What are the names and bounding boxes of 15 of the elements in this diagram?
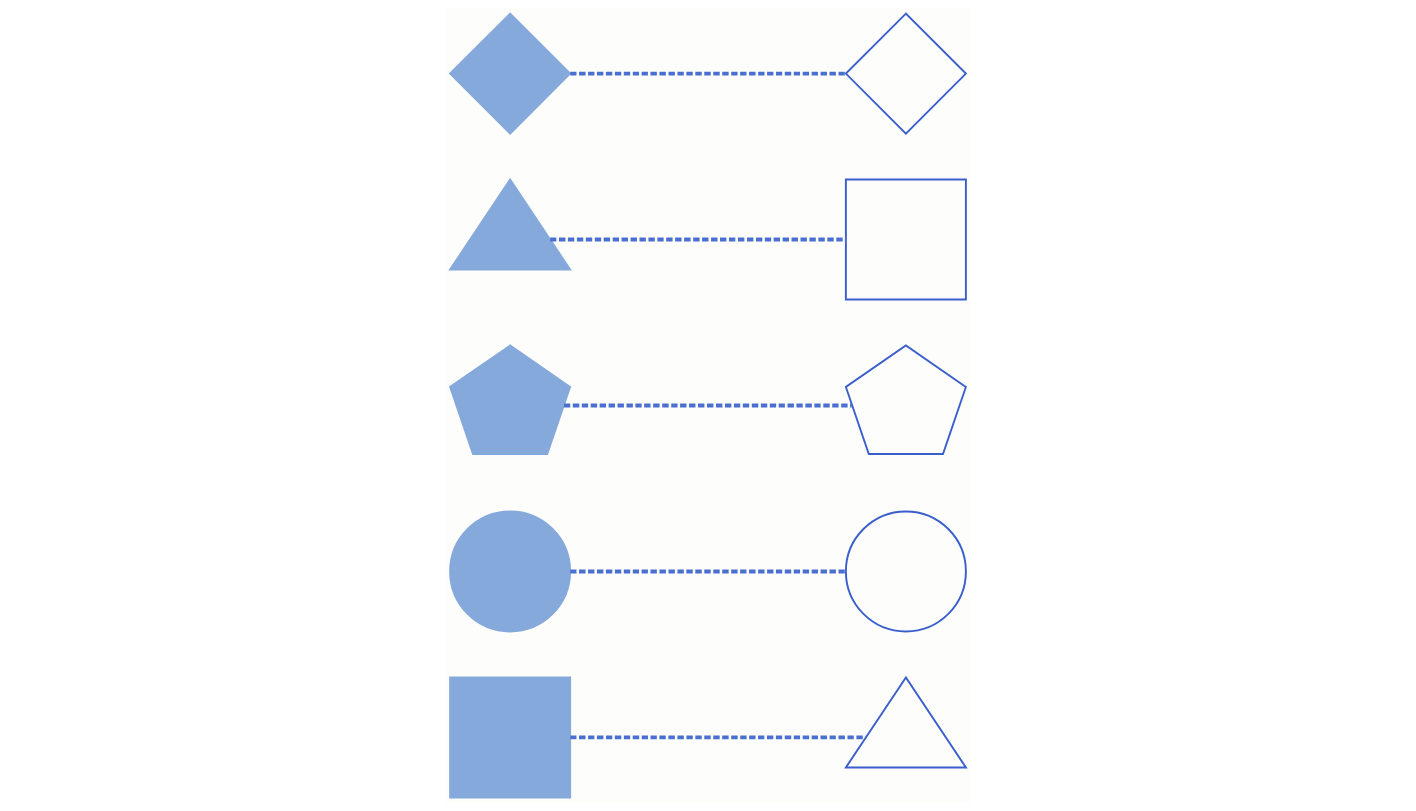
node-pentagon <box>448 344 572 455</box>
connector <box>550 237 846 242</box>
connector <box>570 71 846 76</box>
node-diamond <box>448 12 572 135</box>
node-circle <box>449 510 572 633</box>
node-box <box>449 676 572 799</box>
node-pentagon <box>844 344 968 455</box>
node-box <box>844 178 967 301</box>
node-diamond <box>844 12 968 135</box>
node-circle <box>844 510 967 633</box>
connector <box>564 403 852 408</box>
node-triangle <box>844 675 968 769</box>
connector <box>570 735 866 740</box>
connector <box>570 569 846 574</box>
node-triangle <box>448 177 572 271</box>
